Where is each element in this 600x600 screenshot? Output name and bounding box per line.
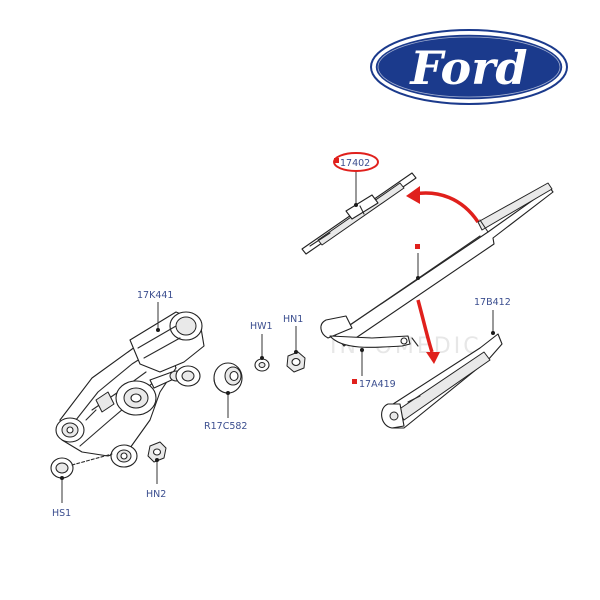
label-17402: 17402 <box>340 158 370 169</box>
label-r17c582: R17C582 <box>204 421 247 432</box>
red-arrow-top <box>406 186 480 223</box>
arm-cover <box>381 333 503 429</box>
red-marker-blade <box>334 158 339 163</box>
red-marker-arm <box>415 244 420 249</box>
ford-logo-wordmark: Ford <box>408 41 527 95</box>
label-17b412: 17B412 <box>474 297 511 308</box>
wiper-motor <box>55 311 205 468</box>
nut-hn2 <box>147 441 167 463</box>
label-17a419: 17A419 <box>359 379 396 390</box>
label-hn2: HN2 <box>146 489 166 500</box>
nut-hn1 <box>286 351 306 373</box>
washer-hw1 <box>254 358 270 372</box>
label-hw1: HW1 <box>250 321 273 332</box>
grommet-r17c582 <box>213 362 243 394</box>
label-hs1: HS1 <box>52 508 71 519</box>
red-arrow-down <box>416 299 440 364</box>
red-marker-17a419 <box>352 379 357 384</box>
label-17k441: 17K441 <box>137 290 173 301</box>
wiper-arm <box>320 182 554 348</box>
screw-hs1 <box>50 453 113 479</box>
wiper-blade <box>301 172 417 255</box>
ford-logo: Ford <box>370 29 568 105</box>
label-hn1: HN1 <box>283 314 303 325</box>
